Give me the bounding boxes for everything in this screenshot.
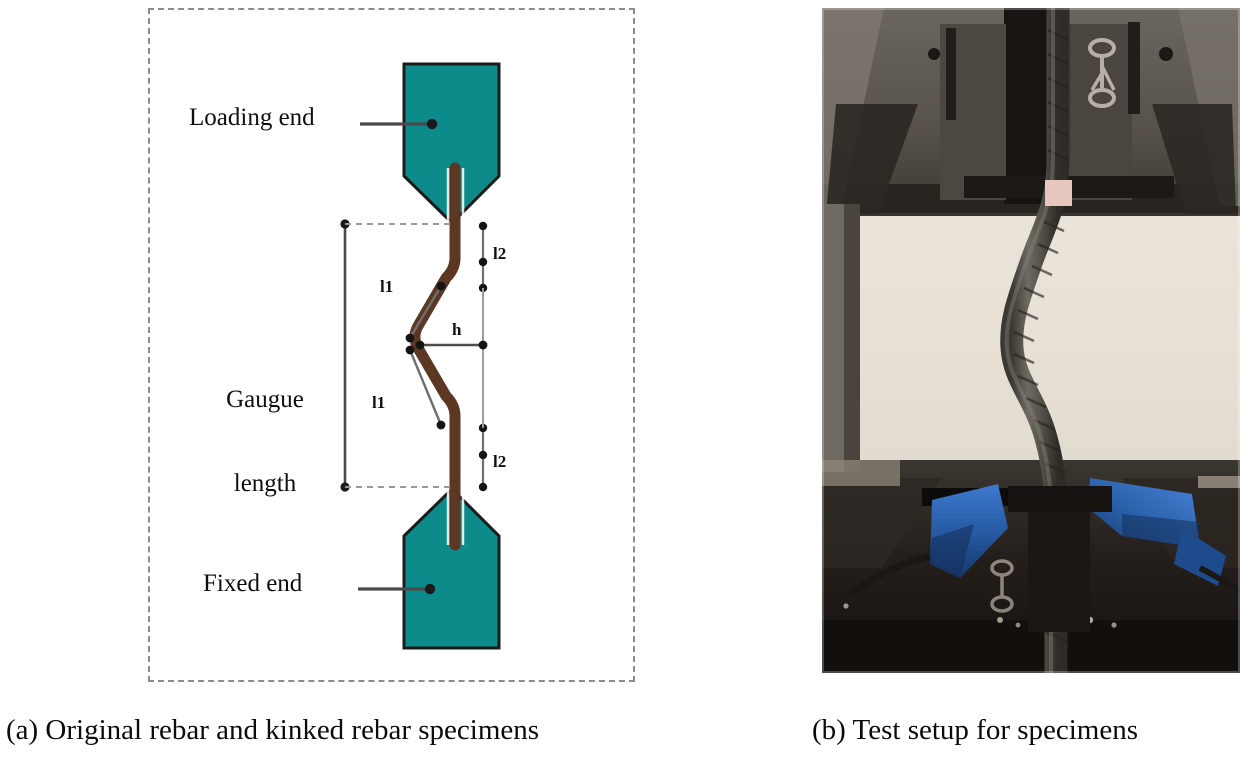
left-column-cap <box>822 460 900 486</box>
l1-lower-dot-top <box>405 345 415 355</box>
schematic-drawing <box>340 62 501 650</box>
upper-grip-right-bolt <box>1159 47 1173 61</box>
left-machine-column-shade <box>844 204 860 472</box>
fixed-end-label: Fixed end <box>203 570 303 597</box>
lower-bed-stamp-marking <box>990 559 1014 613</box>
diagram-dashed-frame <box>148 8 635 682</box>
upper-grip-right-jaw <box>1062 24 1132 200</box>
dimension-label-l2-lower: l2 <box>493 452 507 471</box>
l1-upper-dot-top <box>436 281 446 291</box>
left-grip-cable <box>847 552 931 597</box>
photo-content <box>822 8 1240 673</box>
l1-lower-dimension-line <box>408 349 443 426</box>
dimension-label-l2-upper: l2 <box>493 244 507 263</box>
caption-panel-b: (b) Test setup for specimens <box>812 714 1139 746</box>
dimension-label-l1-upper: l1 <box>380 277 394 296</box>
rebar-highlight <box>1004 8 1055 673</box>
l2-lower-dot-bottom <box>478 482 488 492</box>
l1-upper-dot-bottom <box>405 333 415 343</box>
fixed-end-grip <box>402 486 501 650</box>
right-grip-cable <box>1198 565 1240 593</box>
grip-slot-bottom <box>446 489 465 545</box>
gauge-length-label: Gaugue length <box>190 330 340 554</box>
dimension-label-h: h <box>452 320 462 339</box>
h-dot-left <box>415 340 425 350</box>
machine-stamp-marking <box>1088 38 1116 108</box>
gauge-length-label-line1: Gaugue <box>226 386 304 413</box>
left-blue-grip-shade <box>930 524 974 578</box>
lower-bed-left-ramp <box>822 478 942 568</box>
dimension-label-l1-lower: l1 <box>372 393 386 412</box>
l2-upper-dot-mid <box>478 257 488 267</box>
upper-grip-right-keyway <box>1128 22 1140 114</box>
l1-lower-dot-bottom <box>436 420 446 430</box>
upper-right-wedge <box>1152 104 1236 214</box>
gauge-length-label-line2: length <box>233 470 297 497</box>
kinked-rebar <box>409 162 461 551</box>
panel-b-photograph <box>822 8 1240 673</box>
l1-upper-dimension-line <box>408 285 443 339</box>
panel-a-schematic: Loading end Fixed end Gaugue length l1 l… <box>148 8 635 682</box>
upper-left-wedge <box>826 104 918 214</box>
loading-end-grip <box>402 62 501 226</box>
upper-grip-left-bolt <box>928 48 940 60</box>
loading-end-leader-dot <box>426 118 438 130</box>
caption-panel-a: (a) Original rebar and kinked rebar spec… <box>6 714 540 746</box>
right-blue-grip-tail <box>1174 528 1226 586</box>
test-setup-photo <box>822 8 1240 673</box>
l2-lower-dot-mid <box>478 450 488 460</box>
h-dot-right <box>478 340 488 350</box>
lower-clamp-body <box>1028 512 1090 632</box>
loading-end-label: Loading end <box>189 104 315 131</box>
right-grip-rod <box>1198 476 1240 488</box>
upper-tape-marker <box>1045 180 1072 206</box>
fixed-end-leader-dot <box>424 583 436 595</box>
upper-grip-left-keyway <box>946 28 956 120</box>
l2-upper-dot-top <box>478 221 488 231</box>
grip-slot-top <box>446 168 465 223</box>
lower-clamp-jaw <box>1008 486 1112 512</box>
